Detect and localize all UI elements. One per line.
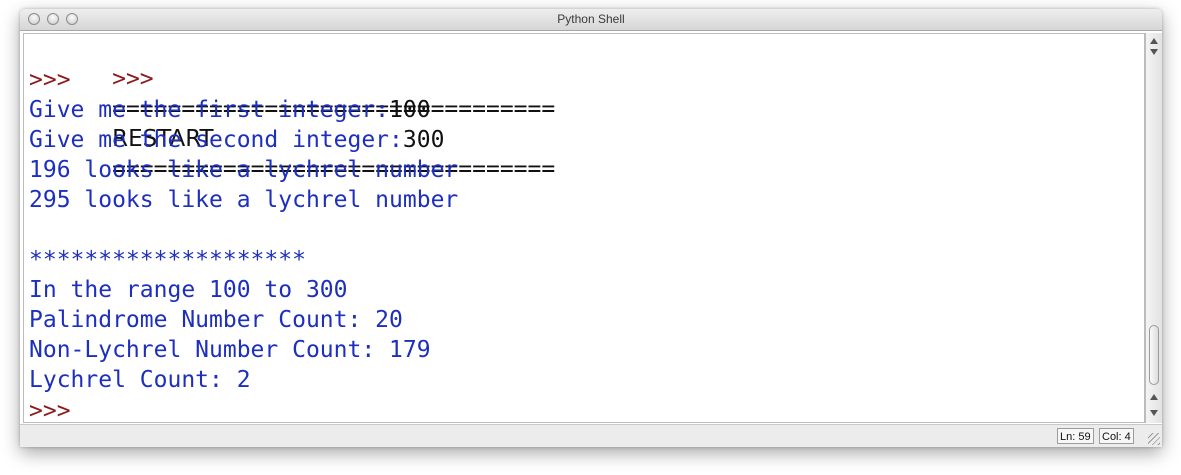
scroll-down-bottom-icon[interactable] [1150,410,1158,416]
first-integer-prompt: Give me the first integer: [29,97,390,123]
close-button-icon[interactable] [28,13,40,25]
first-integer-value: 100 [389,97,431,123]
python-shell-window: Python Shell >>> =======================… [20,9,1162,447]
summary-line: Palindrome Number Count: 20 [29,307,403,333]
shell-prompt: >>> [29,67,71,93]
scroll-down-top-icon[interactable] [1150,49,1158,55]
restart-left-rule: ================================ [112,96,556,122]
second-integer-line: Give me the second integer:300 [29,125,444,155]
final-shell-prompt[interactable]: >>> [29,398,71,423]
summary-line: Lychrel Count: 2 [29,367,251,393]
separator-line: ******************** [29,247,306,273]
restart-line: >>> ================================ RES… [29,34,555,182]
line-number-status: Ln: 59 [1057,428,1094,444]
shell-text-area[interactable]: >>> ================================ RES… [23,33,1145,423]
restart-label: RESTART [112,126,214,152]
second-integer-prompt: Give me the second integer: [29,127,403,153]
scroll-up-top-icon[interactable] [1150,38,1158,44]
resize-grip-icon[interactable] [1148,433,1160,445]
output-line: 196 looks like a lychrel number [29,157,459,183]
first-integer-line: Give me the first integer:100 [29,95,431,125]
vertical-scrollbar[interactable] [1145,33,1162,423]
zoom-button-icon[interactable] [66,13,78,25]
restart-right-rule: ================================ [112,156,556,182]
window-title: Python Shell [557,12,625,26]
title-bar[interactable]: Python Shell [20,9,1162,31]
column-number-status: Col: 4 [1099,428,1134,444]
summary-line: Non-Lychrel Number Count: 179 [29,337,431,363]
scroll-up-bottom-icon[interactable] [1150,394,1158,400]
shell-prompt: >>> [112,66,154,92]
status-bar: Ln: 59 Col: 4 [20,424,1162,447]
output-line: 295 looks like a lychrel number [29,187,459,213]
summary-line: In the range 100 to 300 [29,277,348,303]
second-integer-value: 300 [402,127,445,153]
scrollbar-thumb[interactable] [1149,325,1159,385]
minimize-button-icon[interactable] [47,13,59,25]
